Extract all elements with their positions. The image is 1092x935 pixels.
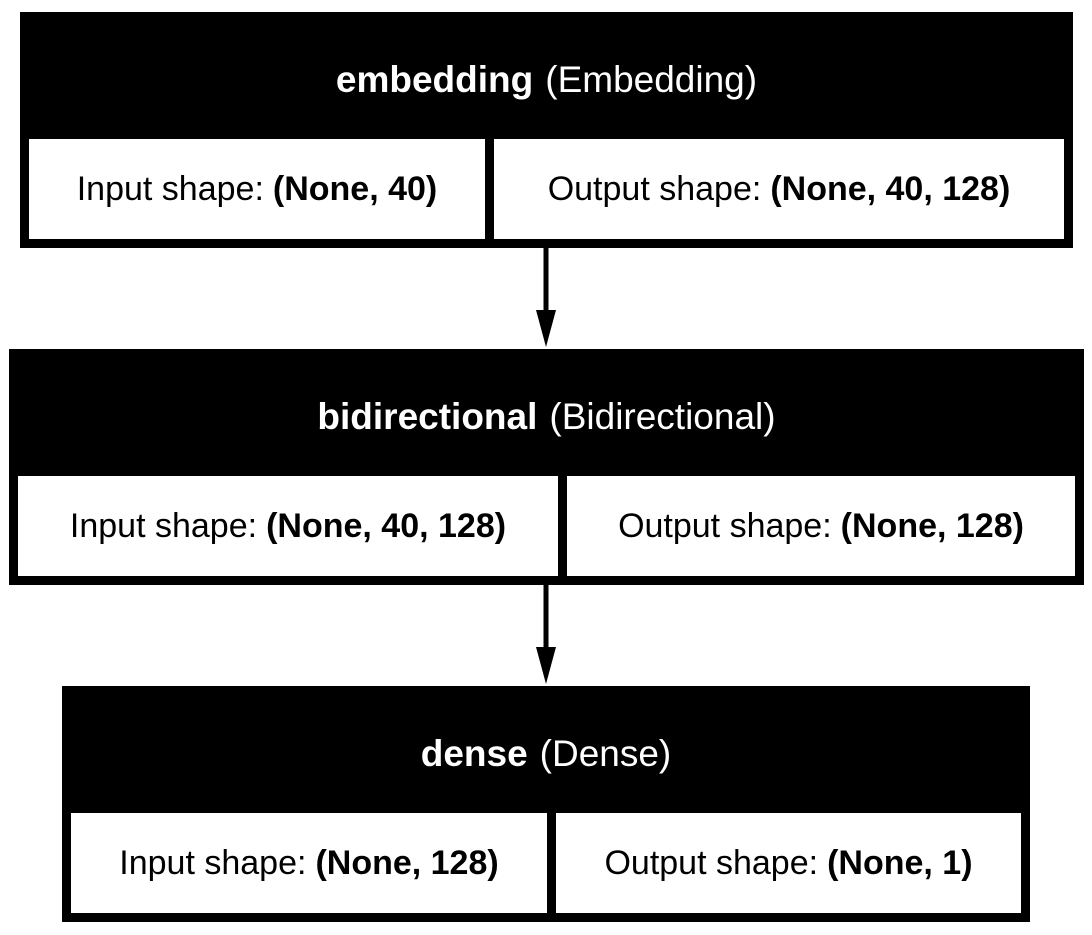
output-shape-cell: Output shape: (None, 128) — [567, 476, 1075, 576]
layer-type: (Embedding) — [545, 59, 758, 100]
output-shape-value: (None, 1) — [827, 843, 973, 882]
layer-type: (Bidirectional) — [549, 396, 776, 437]
output-shape-label: Output shape: — [604, 843, 819, 882]
input-shape-label: Input shape: — [119, 843, 307, 882]
output-shape-label: Output shape: — [618, 506, 832, 545]
input-shape-cell: Input shape: (None, 40, 128) — [18, 476, 558, 576]
output-shape-value: (None, 40, 128) — [770, 169, 1011, 208]
input-shape-cell: Input shape: (None, 40) — [29, 139, 485, 239]
edge-arrow-embedding-to-bidirectional — [536, 248, 556, 347]
layer-name: dense — [420, 733, 528, 774]
layer-header: dense (Dense) — [71, 695, 1021, 813]
output-shape-cell: Output shape: (None, 1) — [556, 813, 1021, 913]
layer-node-embedding: embedding (Embedding) Input shape: (None… — [20, 12, 1073, 248]
layer-header: bidirectional (Bidirectional) — [18, 358, 1075, 476]
layer-node-dense: dense (Dense) Input shape: (None, 128) O… — [62, 686, 1030, 922]
output-shape-label: Output shape: — [547, 169, 762, 208]
layer-shapes: Input shape: (None, 40) Output shape: (N… — [29, 139, 1064, 239]
input-shape-value: (None, 40, 128) — [266, 506, 507, 545]
input-shape-value: (None, 40) — [272, 169, 438, 208]
layer-header: embedding (Embedding) — [29, 21, 1064, 139]
layer-name: bidirectional — [317, 396, 538, 437]
input-shape-cell: Input shape: (None, 128) — [71, 813, 547, 913]
input-shape-value: (None, 128) — [315, 843, 499, 882]
output-shape-value: (None, 128) — [840, 506, 1024, 545]
layer-type: (Dense) — [539, 733, 672, 774]
layer-shapes: Input shape: (None, 40, 128) Output shap… — [18, 476, 1075, 576]
edge-arrow-bidirectional-to-dense — [536, 585, 556, 684]
output-shape-cell: Output shape: (None, 40, 128) — [494, 139, 1064, 239]
input-shape-label: Input shape: — [69, 506, 258, 545]
layer-shapes: Input shape: (None, 128) Output shape: (… — [71, 813, 1021, 913]
layer-node-bidirectional: bidirectional (Bidirectional) Input shap… — [9, 349, 1084, 585]
layer-name: embedding — [335, 59, 534, 100]
input-shape-label: Input shape: — [76, 169, 264, 208]
